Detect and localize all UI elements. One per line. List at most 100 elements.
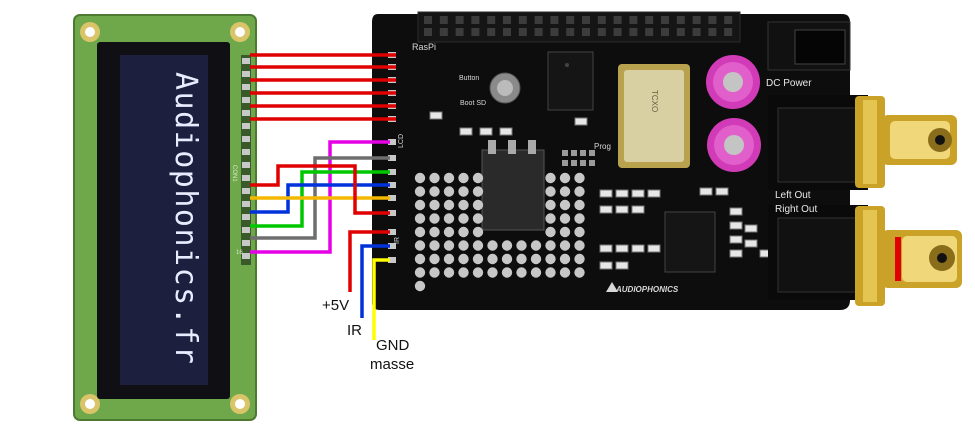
gpio-pin xyxy=(645,16,654,24)
vent-dot xyxy=(414,253,426,265)
smd-component xyxy=(744,239,758,248)
lcd-pin-pads xyxy=(242,58,250,259)
board-pin xyxy=(388,139,396,145)
vent-dot xyxy=(443,253,455,265)
vent-dot xyxy=(458,226,469,238)
vent-dot xyxy=(458,172,469,184)
gpio-pin xyxy=(597,28,606,36)
vent-dot xyxy=(472,240,484,251)
gpio-pin xyxy=(487,28,496,36)
lcd-pin xyxy=(242,58,250,64)
vent-dot xyxy=(414,226,426,238)
smd-component xyxy=(631,189,645,198)
legend-ir-label: IR xyxy=(347,322,362,339)
smd-component xyxy=(615,189,629,198)
vent-dot xyxy=(501,240,513,251)
vent-dot xyxy=(559,199,571,211)
left-out-label: Left Out xyxy=(775,190,811,201)
gpio-pin xyxy=(550,28,559,36)
vent-dot xyxy=(429,240,440,251)
vent-dot xyxy=(516,267,527,278)
vent-dot xyxy=(443,172,455,184)
gpio-pin xyxy=(487,16,496,24)
smd-component xyxy=(499,127,513,136)
audiophonics-logo-icon xyxy=(606,282,618,292)
gpio-pin xyxy=(455,28,464,36)
lcd-pin xyxy=(242,71,250,77)
gpio-pin xyxy=(471,16,480,24)
wires xyxy=(250,53,396,340)
smd-component xyxy=(729,235,743,244)
vent-dot xyxy=(472,213,484,224)
gpio-pin xyxy=(692,28,701,36)
boot-sd-label: Boot SD xyxy=(460,100,486,107)
vent-dot xyxy=(559,267,571,278)
raspi-label: RasPi xyxy=(412,42,436,52)
vent-dot xyxy=(545,253,556,265)
gpio-pin xyxy=(566,16,575,24)
board-pin xyxy=(388,155,396,161)
gpio-pin xyxy=(439,28,448,36)
vent-dot xyxy=(472,172,484,184)
ic-chip xyxy=(664,211,716,273)
smd-component xyxy=(615,205,629,214)
prog-pin xyxy=(571,150,577,156)
lcd-pin xyxy=(242,240,250,246)
vent-dot xyxy=(487,267,498,278)
smd-component xyxy=(599,244,613,253)
gpio-pin xyxy=(582,28,590,36)
vent-dot xyxy=(574,199,585,211)
gpio-pin xyxy=(676,28,685,36)
board-pin xyxy=(388,257,396,263)
dc-power-label: DC Power xyxy=(766,78,812,89)
vent-dot xyxy=(545,172,556,184)
prog-label: Prog xyxy=(594,142,611,151)
prog-pin xyxy=(589,160,595,166)
gpio-pin xyxy=(613,28,622,36)
gpio-pin xyxy=(661,28,669,36)
prog-pin xyxy=(589,150,595,156)
brand-label: AUDIOPHONICS xyxy=(615,285,679,294)
vent-dot xyxy=(472,186,484,197)
gpio-pin xyxy=(471,28,480,36)
vent-dot xyxy=(559,240,571,251)
vent-dot xyxy=(443,186,455,197)
gpio-pin xyxy=(692,16,701,24)
vent-dot xyxy=(472,253,484,265)
ventilation-dots xyxy=(414,172,585,292)
vent-dot xyxy=(559,172,571,184)
gpio-pin xyxy=(582,16,590,24)
smd-component xyxy=(631,205,645,214)
vent-dot xyxy=(545,213,556,224)
gpio-pin xyxy=(503,16,511,24)
vent-dot xyxy=(458,213,469,224)
vent-dot xyxy=(443,240,455,251)
lcd-pin xyxy=(242,84,250,90)
svg-text:16: 16 xyxy=(236,250,243,256)
gpio-pin xyxy=(724,16,733,24)
lcd-pin xyxy=(242,253,250,259)
smd-component xyxy=(599,205,613,214)
gpio-pin xyxy=(534,16,543,24)
smd-component xyxy=(647,244,661,253)
vent-dot xyxy=(559,213,571,224)
gpio-pin xyxy=(645,28,654,36)
vent-dot xyxy=(530,253,542,265)
vent-dot xyxy=(487,240,498,251)
vent-dot xyxy=(414,267,426,278)
ir-connector-label: IR xyxy=(394,237,401,244)
vent-dot xyxy=(559,226,571,238)
gpio-pin xyxy=(424,16,432,24)
prog-pin xyxy=(562,160,568,166)
vent-dot xyxy=(559,253,571,265)
wire-ir-signal xyxy=(360,244,390,318)
right-out-jack xyxy=(768,205,962,306)
vent-dot xyxy=(545,240,556,251)
vent-dot xyxy=(443,226,455,238)
vent-dot xyxy=(458,186,469,197)
lcd-module: CON1 16 xyxy=(73,14,257,421)
legend-gnd-label: GND xyxy=(376,337,410,354)
smd-component xyxy=(647,189,661,198)
capacitor-icon xyxy=(706,55,760,109)
